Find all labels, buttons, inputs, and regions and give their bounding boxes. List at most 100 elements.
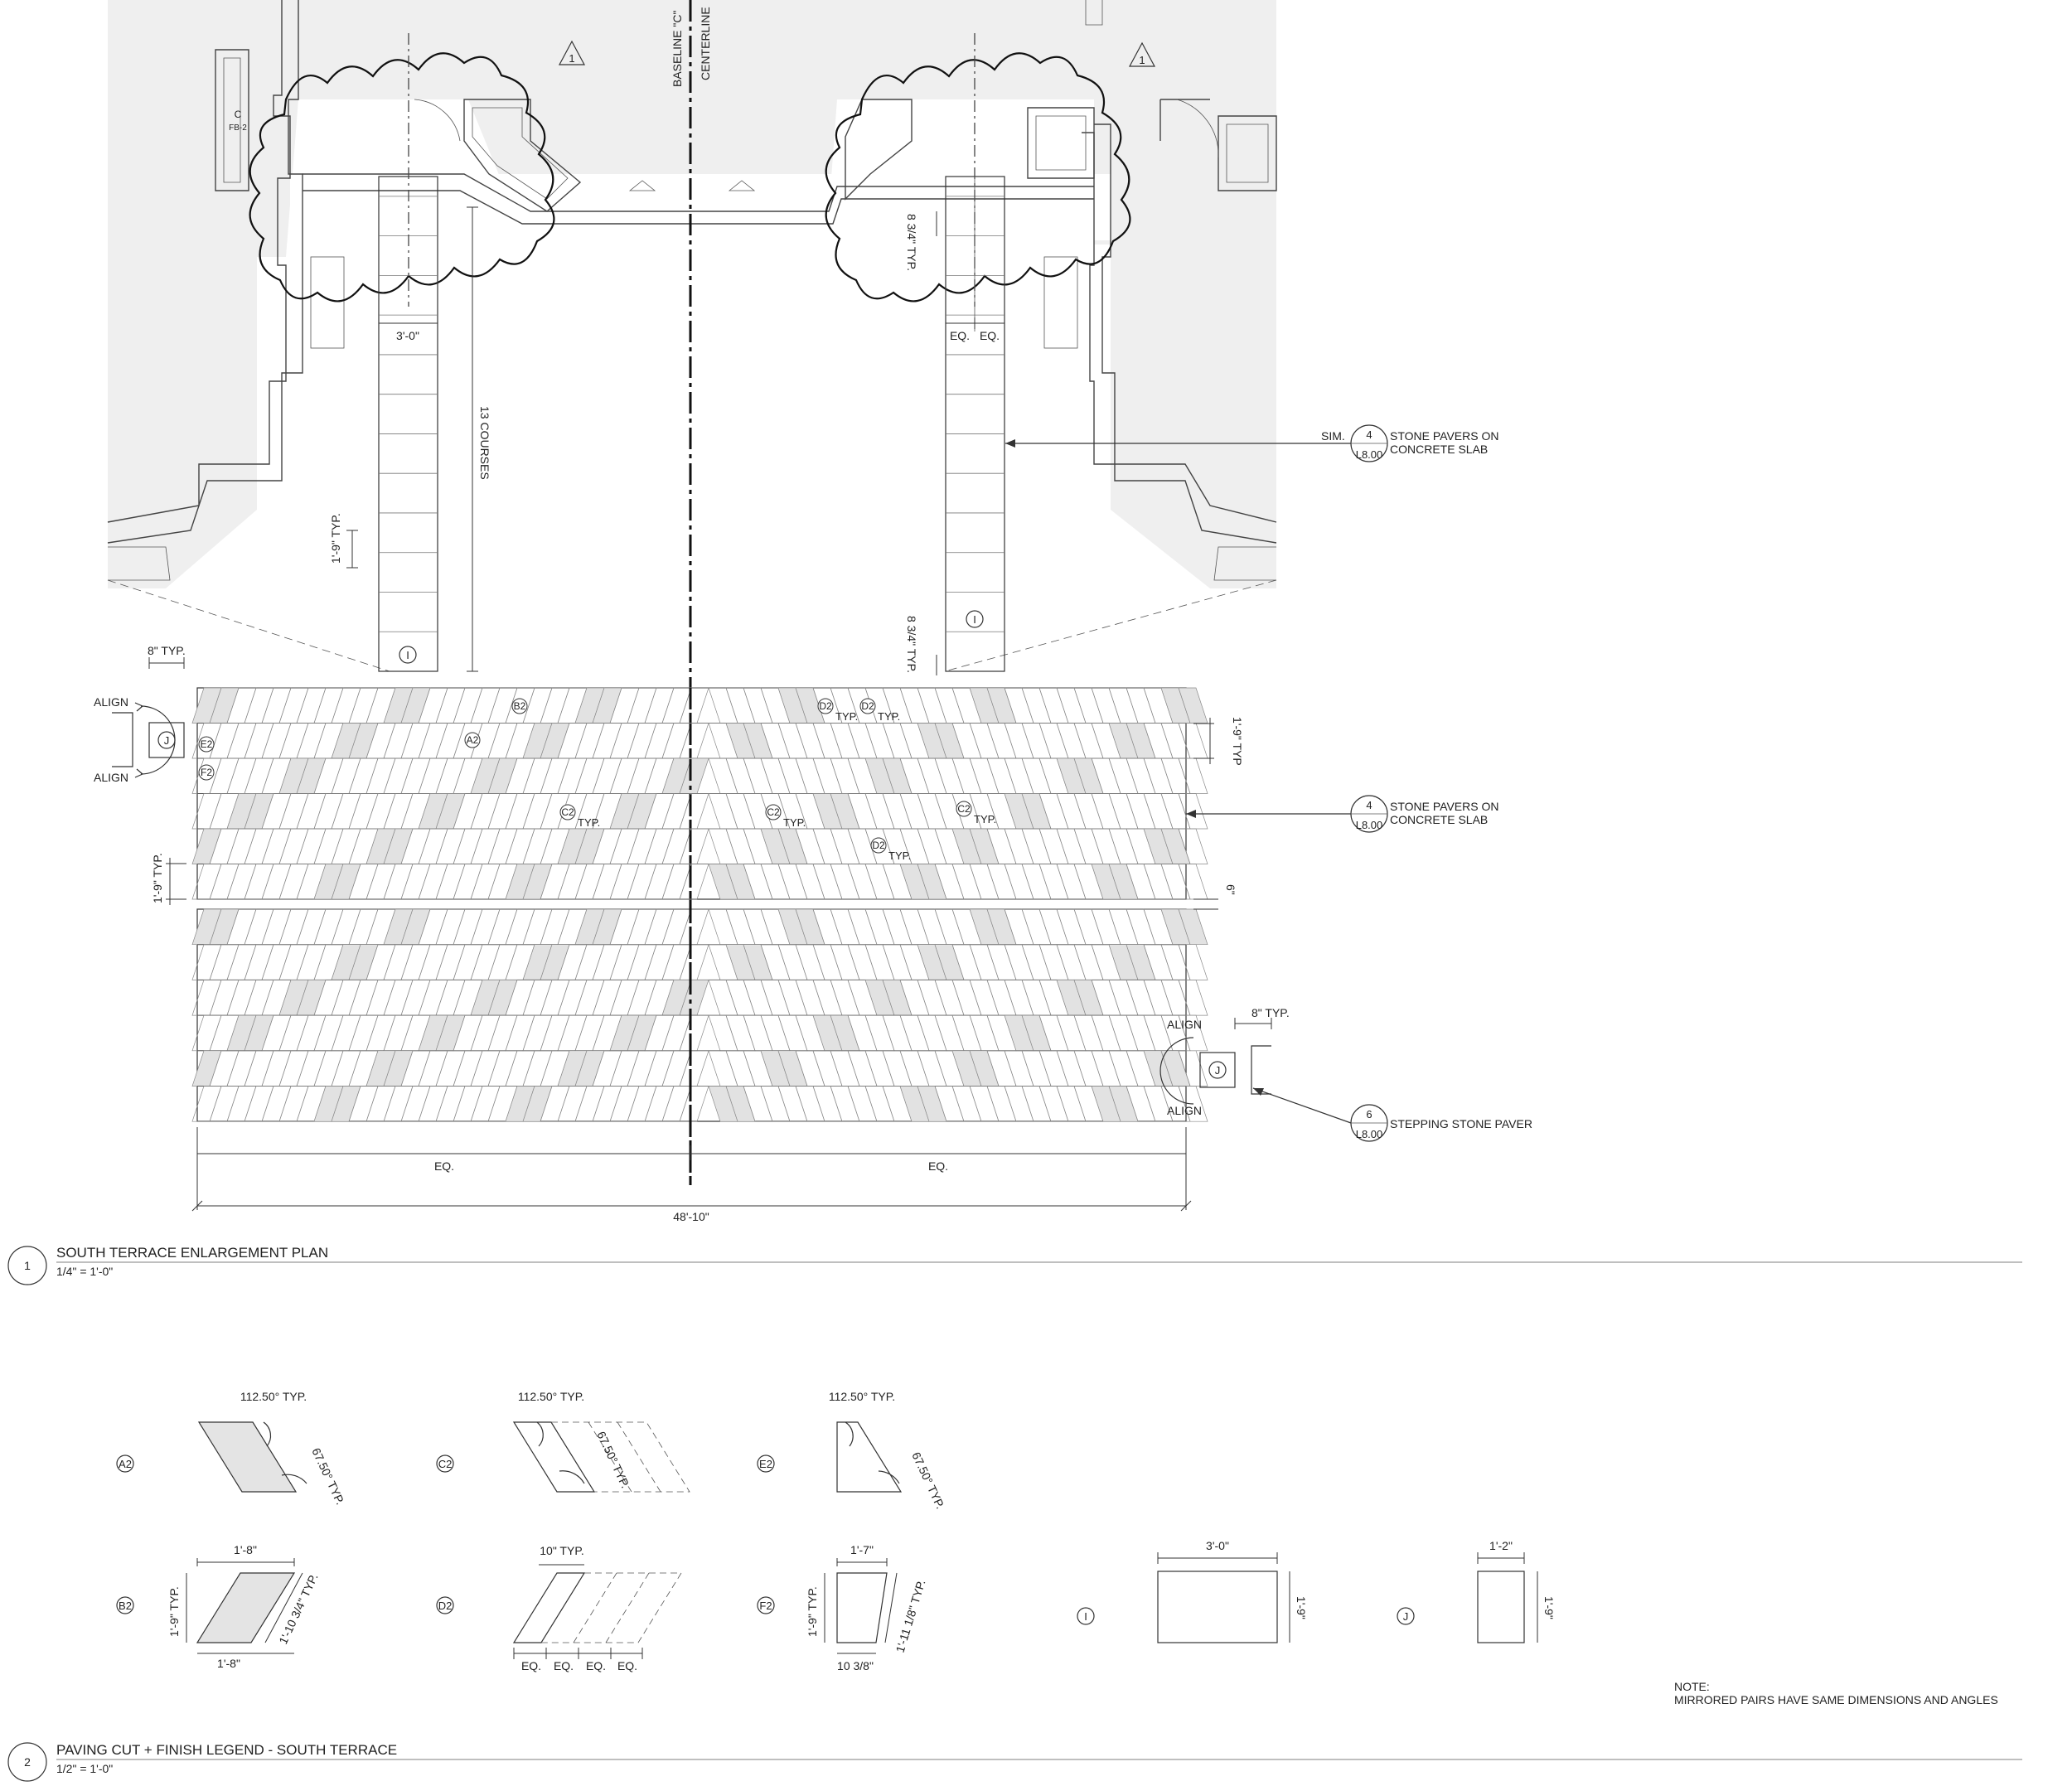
- svg-text:13 COURSES: 13 COURSES: [478, 406, 491, 480]
- svg-text:3'-0": 3'-0": [1206, 1539, 1229, 1552]
- svg-text:C2: C2: [957, 803, 971, 815]
- svg-text:D2: D2: [872, 840, 885, 851]
- svg-text:CONCRETE SLAB: CONCRETE SLAB: [1390, 443, 1488, 456]
- paver-tag: A2: [464, 732, 481, 748]
- dim-13-courses: 13 COURSES: [467, 206, 491, 672]
- svg-text:NOTE:: NOTE:: [1674, 1680, 1710, 1693]
- svg-text:J: J: [1403, 1610, 1409, 1623]
- svg-text:TYP.: TYP.: [835, 710, 858, 723]
- svg-text:10 3/8": 10 3/8": [837, 1659, 874, 1672]
- dim-8-typ-right: 8" TYP.: [1234, 1006, 1290, 1029]
- svg-text:EQ.: EQ.: [928, 1159, 948, 1173]
- stepping-stone-left: J: [112, 702, 185, 778]
- svg-text:1/4" = 1'-0": 1/4" = 1'-0": [56, 1265, 113, 1278]
- baseline-label: BASELINE "C": [670, 11, 684, 87]
- svg-text:8" TYP.: 8" TYP.: [1251, 1006, 1290, 1019]
- svg-text:D2: D2: [819, 700, 832, 712]
- dim-8-34-top: 8 3/4" TYP.: [905, 211, 937, 271]
- svg-text:ALIGN: ALIGN: [1167, 1104, 1202, 1117]
- svg-text:EQ.: EQ.: [980, 329, 1000, 342]
- svg-text:STEPPING STONE PAVER: STEPPING STONE PAVER: [1390, 1117, 1532, 1130]
- svg-text:112.50° TYP.: 112.50° TYP.: [240, 1390, 307, 1403]
- revision-triangle-right: 1: [1128, 41, 1156, 67]
- svg-text:EQ.: EQ.: [950, 329, 970, 342]
- svg-text:EQ.: EQ.: [434, 1159, 454, 1173]
- svg-text:1'-7": 1'-7": [850, 1543, 874, 1556]
- stepping-stone-right: J: [1159, 1037, 1271, 1105]
- svg-text:STONE PAVERS ON: STONE PAVERS ON: [1390, 800, 1498, 813]
- svg-text:TYP.: TYP.: [578, 816, 600, 829]
- svg-text:F2: F2: [759, 1600, 772, 1612]
- svg-text:D2: D2: [861, 700, 874, 712]
- svg-text:112.50° TYP.: 112.50° TYP.: [518, 1390, 584, 1403]
- svg-text:EQ.: EQ.: [617, 1659, 637, 1672]
- svg-text:CONCRETE SLAB: CONCRETE SLAB: [1390, 813, 1488, 826]
- svg-text:L8.00: L8.00: [1356, 1128, 1383, 1140]
- svg-text:6: 6: [1366, 1108, 1372, 1120]
- svg-text:10" TYP.: 10" TYP.: [540, 1544, 584, 1557]
- legend-i: I 3'-0" 1'-9": [1077, 1539, 1308, 1643]
- callout-pavers-mid: 4 L8.00 STONE PAVERS ON CONCRETE SLAB: [1186, 795, 1498, 833]
- svg-text:J: J: [164, 734, 170, 747]
- svg-text:EQ.: EQ.: [521, 1659, 541, 1672]
- svg-text:1'-9" TYP: 1'-9" TYP: [1231, 717, 1244, 766]
- dim-6: 6": [1193, 884, 1237, 910]
- dim-8-34-bottom: 8 3/4" TYP.: [905, 616, 937, 675]
- svg-text:F2: F2: [201, 767, 212, 778]
- revision-triangle-left: 1: [558, 40, 586, 65]
- title-legend: 2 PAVING CUT + FINISH LEGEND - SOUTH TER…: [7, 1742, 2022, 1782]
- centerline-label: CENTERLINE: [699, 7, 712, 80]
- legend-f2: F2 1'-7" 1'-9" TYP. 1'-11 1/8" TYP. 10 3…: [757, 1543, 928, 1672]
- paver-tag: F2: [198, 764, 215, 781]
- svg-text:1'-11 1/8" TYP.: 1'-11 1/8" TYP.: [893, 1578, 928, 1654]
- svg-text:I: I: [1084, 1610, 1087, 1623]
- legend-c2: C2 112.50° TYP. 67.50° TYP.: [436, 1390, 690, 1493]
- svg-text:8 3/4" TYP.: 8 3/4" TYP.: [905, 616, 918, 673]
- svg-text:1: 1: [569, 52, 574, 65]
- svg-text:I: I: [406, 649, 409, 661]
- dim-3-0: 3'-0": [378, 317, 438, 342]
- paver-tags: B2A2E2F2D2TYP.D2TYP.C2TYP.C2TYP.C2TYP.D2…: [198, 698, 996, 862]
- callout-stepping: 6 L8.00 STEPPING STONE PAVER: [1252, 1087, 1532, 1142]
- svg-text:112.50° TYP.: 112.50° TYP.: [829, 1390, 895, 1403]
- svg-text:1: 1: [24, 1259, 31, 1272]
- svg-text:EQ.: EQ.: [554, 1659, 574, 1672]
- svg-text:PAVING CUT + FINISH LEGEND - S: PAVING CUT + FINISH LEGEND - SOUTH TERRA…: [56, 1742, 397, 1758]
- svg-text:1'-9": 1'-9": [1295, 1596, 1308, 1619]
- door-tag: C FB-2: [229, 109, 247, 133]
- terrace-upper: [191, 687, 1208, 900]
- dim-1-9-path: 1'-9" TYP.: [329, 513, 358, 569]
- svg-text:1'-9" TYP.: 1'-9" TYP.: [329, 513, 342, 564]
- svg-text:1'-8": 1'-8": [217, 1657, 240, 1670]
- dim-eq-bottom: EQ. EQ.: [196, 1127, 1187, 1210]
- svg-text:TYP.: TYP.: [878, 710, 900, 723]
- svg-text:ALIGN: ALIGN: [94, 695, 128, 709]
- tag-i-left: I: [399, 646, 417, 664]
- dim-eq-eq: EQ. EQ.: [946, 317, 1005, 342]
- path-left: [378, 33, 438, 672]
- svg-text:J: J: [1215, 1064, 1221, 1077]
- svg-text:ALIGN: ALIGN: [1167, 1018, 1202, 1031]
- svg-text:1/2" = 1'-0": 1/2" = 1'-0": [56, 1762, 113, 1775]
- svg-text:8" TYP.: 8" TYP.: [148, 644, 186, 657]
- revision-clouds: [249, 52, 1131, 303]
- svg-text:C: C: [235, 109, 242, 120]
- legend-a2: A2 112.50° TYP. 67.50° TYP.: [116, 1390, 347, 1507]
- svg-text:D2: D2: [438, 1600, 453, 1612]
- svg-text:B2: B2: [514, 700, 526, 712]
- terrace-lower: [191, 908, 1208, 1122]
- svg-text:1'-2": 1'-2": [1489, 1539, 1513, 1552]
- svg-text:2: 2: [24, 1755, 31, 1769]
- align-labels: ALIGN ALIGN ALIGN ALIGN: [94, 695, 1202, 1117]
- svg-text:4: 4: [1366, 428, 1372, 441]
- svg-text:SIM.: SIM.: [1321, 429, 1345, 443]
- svg-text:A2: A2: [467, 734, 479, 746]
- svg-text:TYP.: TYP.: [783, 816, 806, 829]
- svg-text:48'-10": 48'-10": [673, 1210, 709, 1223]
- svg-text:L8.00: L8.00: [1356, 819, 1383, 831]
- note: NOTE: MIRRORED PAIRS HAVE SAME DIMENSION…: [1674, 1680, 1998, 1706]
- building-footprint: [108, 0, 1276, 588]
- dim-8-typ-left: 8" TYP.: [148, 644, 186, 669]
